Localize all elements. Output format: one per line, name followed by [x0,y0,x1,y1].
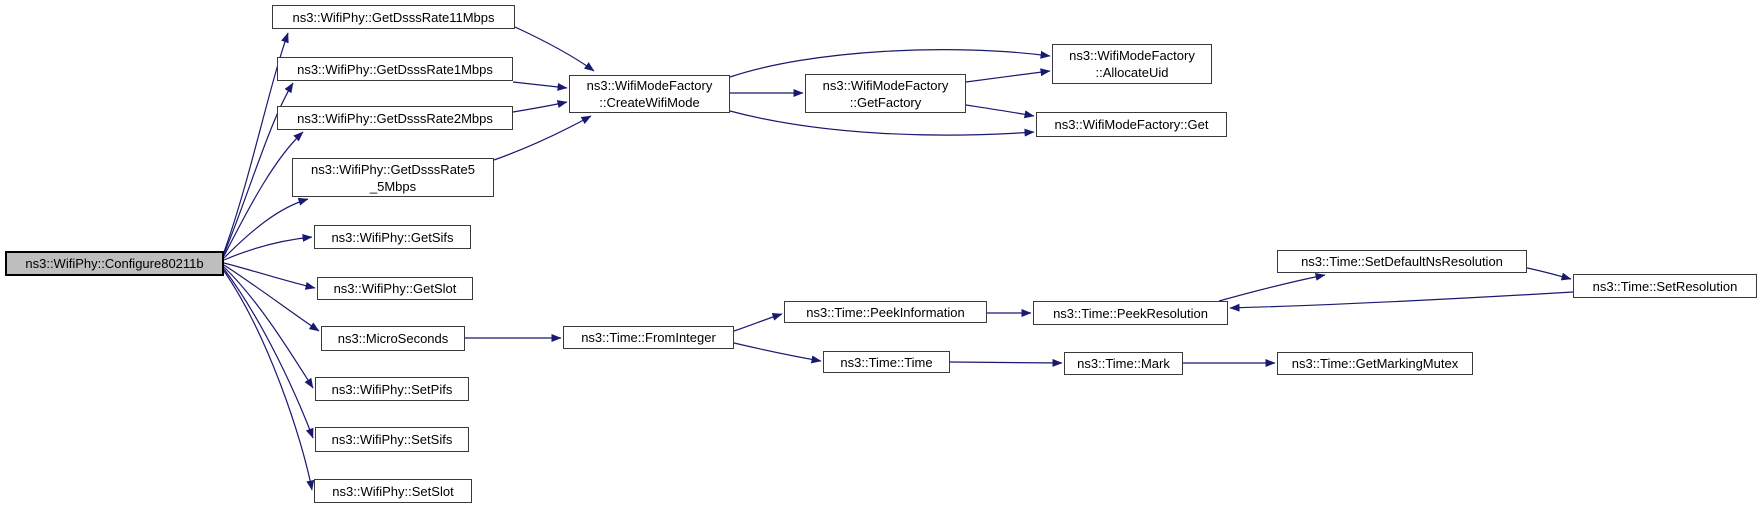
edge-configure80211b-to-set-sifs [223,268,314,439]
edge-get-dsss-rate-2mbps-to-create-wifi-mode [512,100,568,113]
node-label: ns3::WifiModeFactory [822,77,949,93]
node-set-slot[interactable]: ns3::WifiPhy::SetSlot [314,479,472,503]
node-label: ns3::Time::Mark [1077,356,1170,371]
node-set-pifs[interactable]: ns3::WifiPhy::SetPifs [315,377,469,401]
edge-set-default-ns-resolution-to-set-resolution [1526,267,1572,281]
edge-create-wifi-mode-to-allocate-uid [729,49,1051,78]
edge-create-wifi-mode-to-factory-get [729,110,1035,137]
node-from-integer[interactable]: ns3::Time::FromInteger [563,326,734,349]
node-label: ns3::WifiModeFactory [1069,48,1195,63]
node-label: ns3::WifiPhy::GetDsssRate11Mbps [292,9,495,25]
edge-get-factory-to-allocate-uid [965,68,1051,83]
node-label: ns3::WifiPhy::SetSifs [331,432,453,447]
node-factory-get[interactable]: ns3::WifiModeFactory::Get [1036,112,1227,137]
node-label: ns3::Time::PeekInformation [806,304,965,320]
edge-from-integer-to-time-time [733,342,822,364]
edge-get-dsss-rate-1mbps-to-create-wifi-mode [512,81,568,91]
node-label: ns3::WifiModeFactory::Get [1054,117,1209,132]
node-time-mark[interactable]: ns3::Time::Mark [1064,352,1183,375]
node-get-slot[interactable]: ns3::WifiPhy::GetSlot [317,277,473,300]
edge-configure80211b-to-get-slot [223,262,316,290]
node-get-marking-mutex[interactable]: ns3::Time::GetMarkingMutex [1277,352,1473,375]
node-set-default-ns-resolution[interactable]: ns3::Time::SetDefaultNsResolution [1277,250,1527,273]
edge-set-resolution-to-peek-resolution [1229,291,1574,312]
node-get-dsss-rate-5-5mbps[interactable]: ns3::WifiPhy::GetDsssRate5_5Mbps [292,158,494,197]
node-set-sifs[interactable]: ns3::WifiPhy::SetSifs [315,427,469,452]
node-label: ns3::WifiPhy::SetSlot [332,483,454,499]
node-label: ns3::MicroSeconds [337,331,449,346]
node-label: ns3::Time::PeekResolution [1053,305,1208,321]
node-get-sifs[interactable]: ns3::WifiPhy::GetSifs [314,225,471,249]
node-label: ns3::WifiPhy::Configure80211b [25,256,204,271]
node-label: _5Mbps [369,178,417,194]
node-label: ns3::WifiPhy::GetDsssRate2Mbps [297,110,493,126]
node-get-factory[interactable]: ns3::WifiModeFactory::GetFactory [805,74,966,113]
node-get-dsss-rate-1mbps[interactable]: ns3::WifiPhy::GetDsssRate1Mbps [277,57,513,81]
node-label: ns3::WifiModeFactory [586,78,713,93]
node-label: ns3::Time::SetResolution [1592,278,1738,294]
edge-configure80211b-to-get-sifs [223,233,313,261]
node-get-dsss-rate-2mbps[interactable]: ns3::WifiPhy::GetDsssRate2Mbps [277,106,513,130]
node-label: ns3::Time::Time [840,354,933,370]
node-peek-information[interactable]: ns3::Time::PeekInformation [784,301,987,323]
edge-configure80211b-to-set-pifs [223,266,314,389]
node-label: ns3::WifiPhy::SetPifs [331,381,453,397]
node-allocate-uid[interactable]: ns3::WifiModeFactory::AllocateUid [1052,44,1212,84]
node-create-wifi-mode[interactable]: ns3::WifiModeFactory::CreateWifiMode [569,75,730,113]
node-label: ::CreateWifiMode [599,95,700,110]
node-label: ns3::Time::FromInteger [581,330,716,345]
node-label: ::GetFactory [849,94,922,110]
edge-configure80211b-to-get-dsss-rate-5-5mbps [223,197,309,259]
node-time-time[interactable]: ns3::Time::Time [823,351,950,373]
edge-get-factory-to-factory-get [965,104,1035,119]
node-get-dsss-rate-11mbps[interactable]: ns3::WifiPhy::GetDsssRate11Mbps [272,5,515,29]
node-micro-seconds[interactable]: ns3::MicroSeconds [321,326,465,351]
node-label: ns3::Time::GetMarkingMutex [1291,356,1459,371]
edge-get-dsss-rate-11mbps-to-create-wifi-mode [514,26,595,72]
node-label: ns3::WifiPhy::GetDsssRate1Mbps [297,61,493,77]
edge-peek-resolution-to-set-default-ns-resolution [1218,272,1326,302]
edge-time-time-to-time-mark [949,358,1063,367]
node-configure80211b[interactable]: ns3::WifiPhy::Configure80211b [5,251,224,276]
node-peek-resolution[interactable]: ns3::Time::PeekResolution [1033,301,1228,325]
node-label: ns3::WifiPhy::GetSifs [331,229,454,245]
node-set-resolution[interactable]: ns3::Time::SetResolution [1573,274,1757,298]
edge-configure80211b-to-micro-seconds [223,264,320,332]
node-label: ns3::WifiPhy::GetSlot [333,281,457,296]
node-label: ns3::WifiPhy::GetDsssRate5 [311,161,475,177]
edge-from-integer-to-peek-information [733,313,783,332]
node-label: ::AllocateUid [1095,65,1169,80]
node-label: ns3::Time::SetDefaultNsResolution [1301,254,1503,269]
edge-configure80211b-to-set-slot [223,270,315,491]
